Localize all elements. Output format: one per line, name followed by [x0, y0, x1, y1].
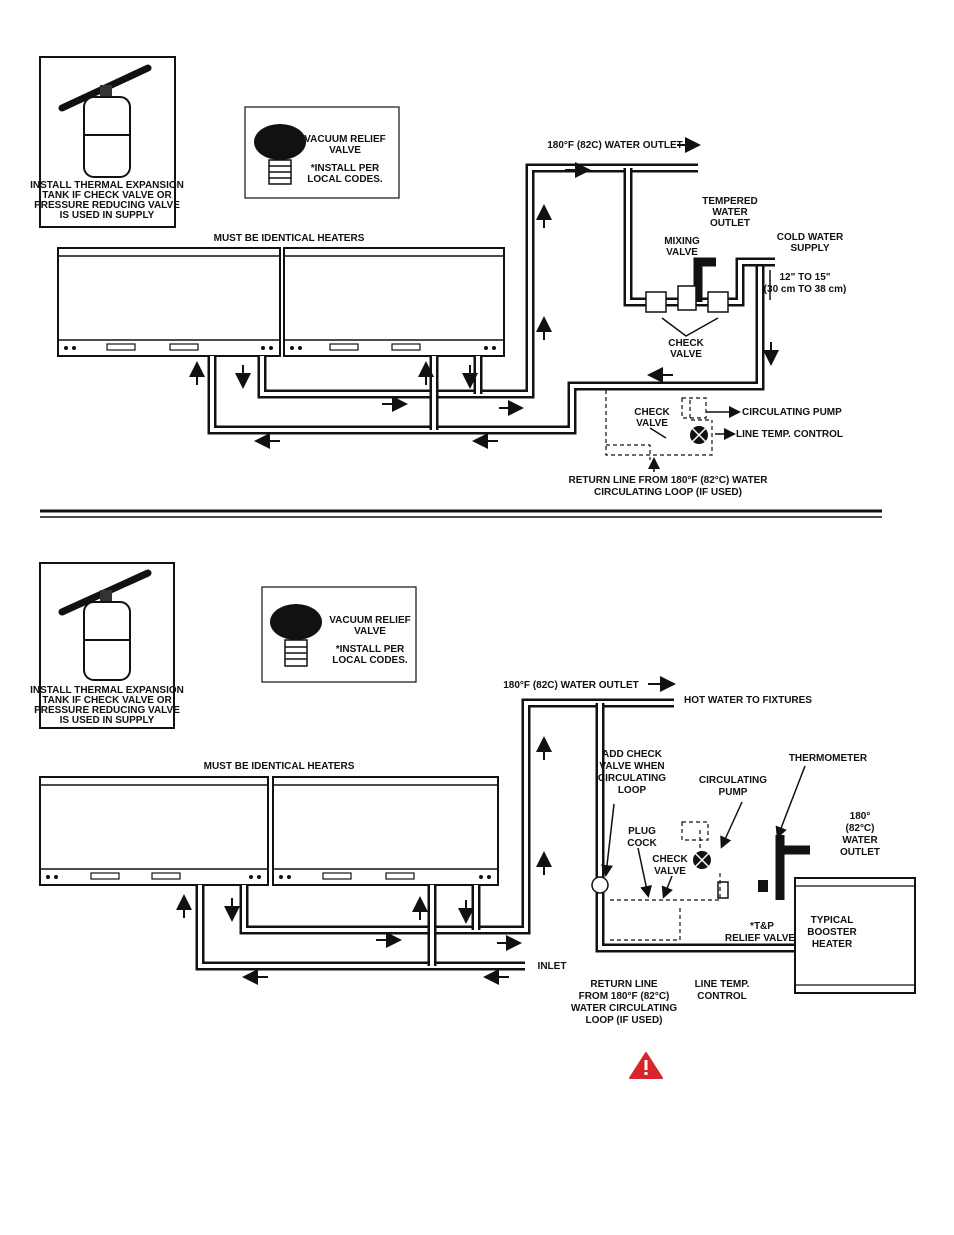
- booster-outlet-label: OUTLET: [840, 847, 880, 858]
- circulating-pump-icon: [681, 397, 707, 419]
- add-check-valve-label: CIRCULATING: [598, 773, 666, 784]
- circulating-pump-label: CIRCULATING PUMP: [742, 407, 842, 418]
- cold-supply-label: SUPPLY: [790, 243, 829, 254]
- check-valve-label: VALVE: [670, 349, 702, 360]
- tp-relief-label: *T&P: [750, 921, 774, 932]
- line-temp-control-label: CONTROL: [697, 991, 746, 1002]
- top-diagram: INSTALL THERMAL EXPANSION TANK IF CHECK …: [30, 56, 847, 498]
- line-temp-control-label: LINE TEMP. CONTROL: [736, 429, 843, 440]
- heater-right: [272, 776, 499, 886]
- vacuum-relief-panel: VACUUM RELIEF VALVE *INSTALL PER LOCAL C…: [261, 586, 417, 683]
- hot-water-fixtures-label: HOT WATER TO FIXTURES: [684, 695, 812, 706]
- install-note: LOCAL CODES.: [307, 174, 383, 185]
- vacuum-relief-label: VACUUM RELIEF: [329, 615, 410, 626]
- mixing-valve-label: VALVE: [666, 247, 698, 258]
- add-check-valve-label: ADD CHECK: [602, 749, 663, 760]
- tank-note-line: IS USED IN SUPPLY: [60, 715, 155, 726]
- vacuum-relief-label: VACUUM RELIEF: [304, 134, 385, 145]
- line-temp-control-label: LINE TEMP.: [695, 979, 750, 990]
- expansion-tank-panel: INSTALL THERMAL EXPANSION TANK IF CHECK …: [30, 562, 184, 729]
- inlet-label: INLET: [538, 961, 567, 972]
- return-loop: [605, 390, 741, 472]
- check-valve-label: VALVE: [654, 866, 686, 877]
- flow-arrows: [176, 676, 806, 985]
- expansion-tank-icon: [83, 96, 131, 178]
- plug-cock-icon: [591, 876, 609, 894]
- circulating-pump-label: CIRCULATING: [699, 775, 767, 786]
- tp-relief-label: RELIEF VALVE: [725, 933, 796, 944]
- warning-triangle-icon: [629, 1052, 663, 1079]
- bottom-diagram: INSTALL THERMAL EXPANSION TANK IF CHECK …: [30, 562, 916, 1026]
- tempered-outlet-label: OUTLET: [710, 218, 750, 229]
- booster-heater: TYPICAL BOOSTER HEATER: [794, 877, 916, 994]
- return-line-label: RETURN LINE: [590, 979, 658, 990]
- install-note: *INSTALL PER: [311, 163, 380, 174]
- tp-relief-valve-icon: [717, 881, 729, 899]
- booster-heater-label: TYPICAL: [811, 915, 854, 926]
- heater-left: [57, 247, 281, 357]
- heaters-label: MUST BE IDENTICAL HEATERS: [204, 761, 355, 772]
- water-outlet-label: 180°F (82C) WATER OUTLET: [503, 680, 639, 691]
- check-valve-label-2: VALVE: [636, 418, 668, 429]
- thermometer-icon: [758, 880, 768, 892]
- booster-heater-label: HEATER: [812, 939, 853, 950]
- add-check-valve-label: LOOP: [618, 785, 647, 796]
- mixing-valve-icon: [677, 285, 697, 311]
- tank-note-line: IS USED IN SUPPLY: [60, 210, 155, 221]
- water-outlet-label: 180°F (82C) WATER OUTLET: [547, 140, 683, 151]
- circulating-pump-label: PUMP: [719, 787, 748, 798]
- tank-note-line: PRESSURE REDUCING VALVE: [34, 200, 180, 211]
- return-line-label: FROM 180°F (82°C): [579, 991, 670, 1002]
- thermometer-label: THERMOMETER: [789, 753, 868, 764]
- return-line-label: WATER CIRCULATING: [571, 1003, 678, 1014]
- install-note: LOCAL CODES.: [332, 655, 408, 666]
- cold-supply-label: COLD WATER: [777, 232, 844, 243]
- heater-piping: [195, 698, 810, 971]
- check-valve-label: CHECK: [652, 854, 688, 865]
- mixing-valve-label: MIXING: [664, 236, 700, 247]
- booster-heater-label: BOOSTER: [807, 927, 857, 938]
- heaters-label: MUST BE IDENTICAL HEATERS: [214, 233, 365, 244]
- tank-note-line: TANK IF CHECK VALVE OR: [42, 190, 172, 201]
- booster-outlet-label: WATER: [842, 835, 878, 846]
- tempered-outlet-label: TEMPERED: [702, 196, 758, 207]
- vacuum-relief-label: VALVE: [329, 145, 361, 156]
- vacuum-relief-valve-icon: [270, 604, 322, 640]
- flow-arrows: [189, 137, 779, 449]
- vacuum-relief-valve-icon: [254, 124, 306, 160]
- plug-cock-label: PLUG: [628, 826, 656, 837]
- dimension-label: 12" TO 15": [780, 272, 831, 283]
- install-note: *INSTALL PER: [336, 644, 405, 655]
- heater-left: [39, 776, 269, 886]
- vacuum-relief-label: VALVE: [354, 626, 386, 637]
- tempered-outlet-label: WATER: [712, 207, 748, 218]
- tank-note-line: TANK IF CHECK VALVE OR: [42, 695, 172, 706]
- tank-note-line: PRESSURE REDUCING VALVE: [34, 705, 180, 716]
- add-check-valve-label: VALVE WHEN: [599, 761, 664, 772]
- tank-note-line: INSTALL THERMAL EXPANSION: [30, 685, 184, 696]
- return-line-label: LOOP (IF USED): [585, 1015, 662, 1026]
- section-divider: [40, 509, 882, 518]
- tank-note-line: INSTALL THERMAL EXPANSION: [30, 180, 184, 191]
- vacuum-relief-panel: VACUUM RELIEF VALVE *INSTALL PER LOCAL C…: [244, 106, 400, 199]
- return-loop: [610, 821, 768, 941]
- return-line-label: RETURN LINE FROM 180°F (82°C) WATER: [569, 475, 769, 486]
- plug-cock-label: COCK: [627, 838, 657, 849]
- expansion-tank-panel: INSTALL THERMAL EXPANSION TANK IF CHECK …: [30, 56, 184, 228]
- heater-right: [283, 247, 505, 357]
- booster-outlet-label: 180°: [850, 811, 871, 822]
- heater-piping: [207, 163, 775, 435]
- circulating-pump-icon: [681, 821, 709, 841]
- booster-outlet-label: (82°C): [845, 823, 874, 834]
- check-valve-label: CHECK: [668, 338, 704, 349]
- check-valve-label-2: CHECK: [634, 407, 670, 418]
- return-line-label: CIRCULATING LOOP (IF USED): [594, 487, 742, 498]
- dimension-label: (30 cm TO 38 cm): [764, 284, 847, 295]
